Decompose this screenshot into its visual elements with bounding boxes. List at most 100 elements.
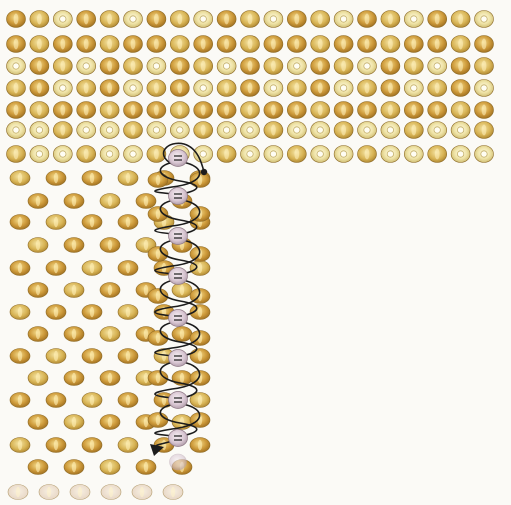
gold-bead bbox=[264, 146, 283, 163]
gold-bead bbox=[241, 58, 260, 75]
gold-bead bbox=[404, 36, 423, 53]
gold-bead bbox=[334, 36, 353, 53]
gold-bead bbox=[53, 80, 72, 97]
gold-bead bbox=[100, 415, 120, 430]
gold-bead bbox=[124, 11, 143, 28]
bead-field bbox=[7, 11, 494, 500]
gold-bead bbox=[264, 11, 283, 28]
gold-bead bbox=[28, 371, 48, 386]
gold-bead bbox=[358, 122, 377, 139]
gold-bead bbox=[451, 102, 470, 119]
gold-bead bbox=[287, 122, 306, 139]
gold-bead bbox=[147, 122, 166, 139]
gold-bead bbox=[217, 122, 236, 139]
gold-bead bbox=[148, 207, 168, 222]
gold-bead bbox=[172, 283, 192, 298]
gold-bead bbox=[64, 238, 84, 253]
gold-bead bbox=[100, 194, 120, 209]
gold-bead bbox=[7, 58, 26, 75]
gold-bead bbox=[358, 11, 377, 28]
gold-bead bbox=[264, 122, 283, 139]
gold-bead bbox=[7, 146, 26, 163]
gold-bead bbox=[170, 58, 189, 75]
gold-bead bbox=[124, 80, 143, 97]
lilac-bead bbox=[169, 188, 188, 205]
gold-bead bbox=[358, 146, 377, 163]
gold-bead bbox=[82, 261, 102, 276]
gold-bead bbox=[334, 58, 353, 75]
gold-bead bbox=[10, 393, 30, 408]
gold-bead bbox=[82, 215, 102, 230]
gold-bead bbox=[7, 102, 26, 119]
gold-bead bbox=[100, 327, 120, 342]
gold-bead bbox=[451, 146, 470, 163]
gold-bead bbox=[217, 146, 236, 163]
gold-bead bbox=[30, 102, 49, 119]
lilac-bead bbox=[169, 310, 188, 327]
gold-bead bbox=[241, 102, 260, 119]
gold-bead bbox=[8, 485, 28, 500]
gold-bead bbox=[147, 58, 166, 75]
gold-bead bbox=[334, 146, 353, 163]
gold-bead bbox=[148, 173, 168, 188]
gold-bead bbox=[358, 102, 377, 119]
gold-bead bbox=[7, 36, 26, 53]
gold-bead bbox=[194, 36, 213, 53]
gold-bead bbox=[28, 327, 48, 342]
gold-bead bbox=[124, 102, 143, 119]
gold-bead bbox=[148, 247, 168, 262]
gold-bead bbox=[7, 11, 26, 28]
gold-bead bbox=[428, 36, 447, 53]
gold-bead bbox=[163, 485, 183, 500]
gold-bead bbox=[64, 371, 84, 386]
gold-bead bbox=[100, 146, 119, 163]
gold-bead bbox=[311, 36, 330, 53]
gold-bead bbox=[170, 36, 189, 53]
gold-bead bbox=[82, 171, 102, 186]
gold-bead bbox=[77, 122, 96, 139]
gold-bead bbox=[124, 58, 143, 75]
gold-bead bbox=[10, 349, 30, 364]
gold-bead bbox=[46, 305, 66, 320]
gold-bead bbox=[428, 58, 447, 75]
gold-bead bbox=[264, 36, 283, 53]
gold-bead bbox=[381, 102, 400, 119]
gold-bead bbox=[147, 11, 166, 28]
gold-bead bbox=[428, 11, 447, 28]
gold-bead bbox=[475, 80, 494, 97]
gold-bead bbox=[82, 305, 102, 320]
gold-bead bbox=[101, 485, 121, 500]
gold-bead bbox=[132, 485, 152, 500]
gold-bead bbox=[100, 102, 119, 119]
gold-bead bbox=[136, 460, 156, 475]
gold-bead bbox=[264, 102, 283, 119]
gold-bead bbox=[30, 146, 49, 163]
gold-bead bbox=[358, 80, 377, 97]
gold-bead bbox=[170, 11, 189, 28]
gold-bead bbox=[82, 349, 102, 364]
gold-bead bbox=[77, 36, 96, 53]
gold-bead bbox=[404, 102, 423, 119]
gold-bead bbox=[53, 102, 72, 119]
gold-bead bbox=[404, 146, 423, 163]
gold-bead bbox=[334, 122, 353, 139]
gold-bead bbox=[404, 80, 423, 97]
gold-bead bbox=[124, 122, 143, 139]
gold-bead bbox=[194, 58, 213, 75]
gold-bead bbox=[100, 460, 120, 475]
gold-bead bbox=[100, 80, 119, 97]
gold-bead bbox=[241, 146, 260, 163]
gold-bead bbox=[100, 371, 120, 386]
gold-bead bbox=[404, 11, 423, 28]
gold-bead bbox=[311, 58, 330, 75]
gold-bead bbox=[311, 102, 330, 119]
gold-bead bbox=[10, 171, 30, 186]
gold-bead bbox=[475, 36, 494, 53]
gold-bead bbox=[404, 122, 423, 139]
gold-bead bbox=[217, 58, 236, 75]
gold-bead bbox=[100, 11, 119, 28]
gold-bead bbox=[46, 171, 66, 186]
gold-bead bbox=[428, 122, 447, 139]
gold-bead bbox=[311, 146, 330, 163]
